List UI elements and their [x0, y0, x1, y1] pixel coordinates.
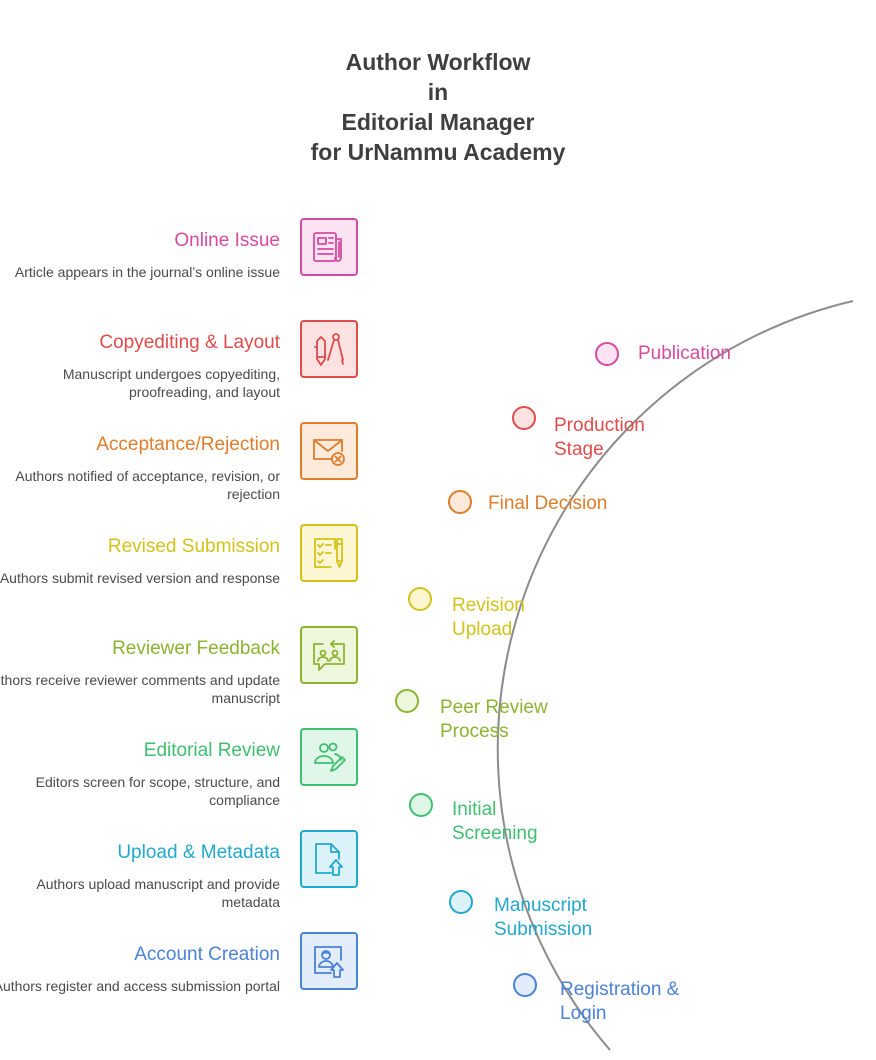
- diagram-title: Author Workflow in Editorial Manager for…: [0, 47, 876, 167]
- timeline-node: [512, 406, 536, 430]
- timeline-node: [409, 793, 433, 817]
- timeline-node: [448, 490, 472, 514]
- title-line: for UrNammu Academy: [310, 139, 566, 165]
- title-line: in: [427, 79, 449, 105]
- step-row-upload-metadata: Upload & Metadata Authors upload manuscr…: [0, 830, 370, 931]
- step-row-reviewer-feedback: Reviewer Feedback Authors receive review…: [0, 626, 370, 727]
- step-row-copyediting-layout: Copyediting & Layout Manuscript undergoe…: [0, 320, 370, 421]
- step-description: Editors screen for scope, structure, and…: [35, 774, 280, 808]
- step-description: Authors receive reviewer comments and up…: [0, 672, 280, 706]
- checklist-pen-icon: [300, 524, 358, 582]
- step-description: Authors register and access submission p…: [0, 978, 280, 994]
- pen-compass-icon: [300, 320, 358, 378]
- step-title: Online Issue: [174, 230, 280, 251]
- mail-rejected-icon: [300, 422, 358, 480]
- step-title: Acceptance/Rejection: [96, 434, 280, 455]
- stage-label-initial-screening: Initial Screening: [452, 799, 538, 844]
- step-row-acceptance-rejection: Acceptance/Rejection Authors notified of…: [0, 422, 370, 523]
- stage-label-manuscript-submission: Manuscript Submission: [494, 895, 593, 940]
- step-row-revised-submission: Revised Submission Authors submit revise…: [0, 524, 370, 625]
- step-description: Authors submit revised version and respo…: [0, 570, 280, 586]
- step-description: Manuscript undergoes copyediting, proofr…: [62, 366, 280, 400]
- timeline-node: [513, 973, 537, 997]
- stage-label-peer-review: Peer Review Process: [440, 697, 548, 742]
- step-title: Editorial Review: [143, 740, 280, 761]
- step-title: Account Creation: [134, 944, 280, 965]
- stage-label-revision-upload: Revision Upload: [452, 595, 525, 640]
- newspaper-icon: [300, 218, 358, 276]
- step-title: Copyediting & Layout: [99, 332, 280, 353]
- title-line: Editorial Manager: [341, 109, 535, 135]
- users-edit-icon: [300, 728, 358, 786]
- step-row-editorial-review: Editorial Review Editors screen for scop…: [0, 728, 370, 829]
- timeline-node: [395, 689, 419, 713]
- step-description: Authors notified of acceptance, revision…: [15, 468, 280, 502]
- step-title: Reviewer Feedback: [112, 638, 280, 659]
- stage-label-final-decision: Final Decision: [488, 493, 608, 514]
- file-upload-icon: [300, 830, 358, 888]
- title-line: Author Workflow: [345, 49, 531, 75]
- stage-label-registration-login: Registration & Login: [560, 979, 680, 1024]
- stage-label-publication: Publication: [638, 343, 731, 364]
- step-title: Revised Submission: [107, 536, 280, 557]
- timeline-node: [408, 587, 432, 611]
- timeline-arc: [496, 300, 854, 1051]
- feedback-chat-icon: [300, 626, 358, 684]
- timeline-node: [449, 890, 473, 914]
- step-title: Upload & Metadata: [117, 842, 280, 863]
- user-upload-icon: [300, 932, 358, 990]
- stage-label-production: Production Stage: [554, 415, 645, 460]
- step-row-online-issue: Online Issue Article appears in the jour…: [0, 218, 370, 319]
- step-row-account-creation: Account Creation Authors register and ac…: [0, 932, 370, 1033]
- step-description: Article appears in the journal’s online …: [14, 264, 280, 280]
- step-description: Authors upload manuscript and provide me…: [36, 876, 280, 910]
- timeline-node: [595, 342, 619, 366]
